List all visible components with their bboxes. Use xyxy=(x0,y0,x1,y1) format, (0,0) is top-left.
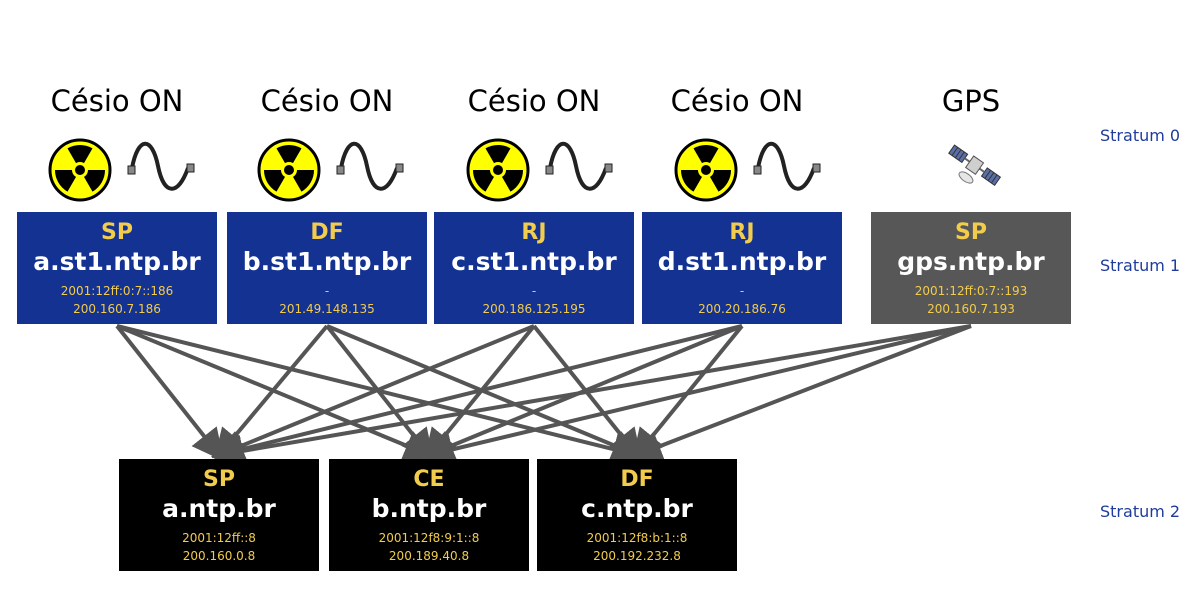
sine-wave-icon xyxy=(127,141,195,191)
server-hostname: a.ntp.br xyxy=(162,494,276,523)
server-ipv4: 200.160.7.193 xyxy=(927,302,1015,316)
stratum1-server-box: RJ d.st1.ntp.br - 200.20.186.76 xyxy=(642,212,842,324)
satellite-icon xyxy=(948,144,1002,187)
source-label: Césio ON xyxy=(50,84,184,118)
server-ipv6: 2001:12ff:0:7::186 xyxy=(60,284,174,298)
stratum-2-label: Stratum 2 xyxy=(1100,502,1181,521)
stratum1-server-box: RJ c.st1.ntp.br - 200.186.125.195 xyxy=(434,212,634,324)
sine-wave-icon xyxy=(753,141,821,191)
server-hostname: b.ntp.br xyxy=(371,494,487,523)
sync-arrow xyxy=(211,324,972,467)
server-state: DF xyxy=(310,220,344,245)
server-ipv4: 200.160.7.186 xyxy=(73,302,161,316)
stratum1-gps-server-box: SP gps.ntp.br 2001:12ff:0:7::193 200.160… xyxy=(871,212,1071,324)
server-hostname: d.st1.ntp.br xyxy=(657,247,827,276)
radiation-icon xyxy=(257,138,404,202)
radiation-icon xyxy=(674,138,821,202)
stratum1-server-box: DF b.st1.ntp.br - 201.49.148.135 xyxy=(227,212,427,324)
server-ipv6: 2001:12ff:0:7::193 xyxy=(914,284,1028,298)
server-hostname: gps.ntp.br xyxy=(897,247,1045,276)
server-ipv6: - xyxy=(324,284,330,298)
server-ipv6: - xyxy=(739,284,745,298)
server-ipv4: 200.192.232.8 xyxy=(593,549,681,563)
server-ipv4: 200.20.186.76 xyxy=(698,302,786,316)
sine-wave-icon xyxy=(336,141,404,191)
server-ipv6: 2001:12ff::8 xyxy=(182,531,256,545)
server-hostname: c.ntp.br xyxy=(581,494,693,523)
stratum-1-label: Stratum 1 xyxy=(1100,256,1181,275)
stratum-0-label: Stratum 0 xyxy=(1100,126,1181,145)
radiation-icon xyxy=(48,138,195,202)
server-ipv6: 2001:12f8:b:1::8 xyxy=(586,531,688,545)
source-label: Césio ON xyxy=(467,84,601,118)
server-ipv4: 200.186.125.195 xyxy=(482,302,586,316)
source-label: Césio ON xyxy=(670,84,804,118)
stratum1-server-box: SP a.st1.ntp.br 2001:12ff:0:7::186 200.1… xyxy=(17,212,217,324)
sync-arrow xyxy=(421,324,972,466)
server-hostname: a.st1.ntp.br xyxy=(33,247,201,276)
server-ipv6: - xyxy=(531,284,537,298)
server-hostname: b.st1.ntp.br xyxy=(242,247,412,276)
server-state: RJ xyxy=(521,220,547,245)
sync-arrow xyxy=(213,324,329,462)
server-hostname: c.st1.ntp.br xyxy=(451,247,617,276)
server-state: SP xyxy=(955,220,987,245)
server-state: CE xyxy=(413,467,445,492)
server-ipv4: 201.49.148.135 xyxy=(279,302,375,316)
sync-arrow xyxy=(115,324,224,462)
stratum2-server-box: DF c.ntp.br 2001:12f8:b:1::8 200.192.232… xyxy=(537,459,737,571)
source-label: GPS xyxy=(941,84,1001,118)
sine-wave-icon xyxy=(545,141,613,191)
server-ipv6: 2001:12f8:9:1::8 xyxy=(378,531,480,545)
server-state: SP xyxy=(101,220,133,245)
source-label: Césio ON xyxy=(260,84,394,118)
stratum2-server-box: CE b.ntp.br 2001:12f8:9:1::8 200.189.40.… xyxy=(329,459,529,571)
server-state: DF xyxy=(620,467,654,492)
server-ipv4: 200.189.40.8 xyxy=(388,549,470,563)
sync-arrow xyxy=(629,324,972,462)
server-state: RJ xyxy=(729,220,755,245)
stratum2-server-box: SP a.ntp.br 2001:12ff::8 200.160.0.8 xyxy=(119,459,319,571)
sync-arrow xyxy=(211,324,743,465)
server-state: SP xyxy=(203,467,235,492)
sync-arrow xyxy=(211,324,535,461)
server-ipv4: 200.160.0.8 xyxy=(182,549,256,563)
radiation-icon xyxy=(466,138,613,202)
